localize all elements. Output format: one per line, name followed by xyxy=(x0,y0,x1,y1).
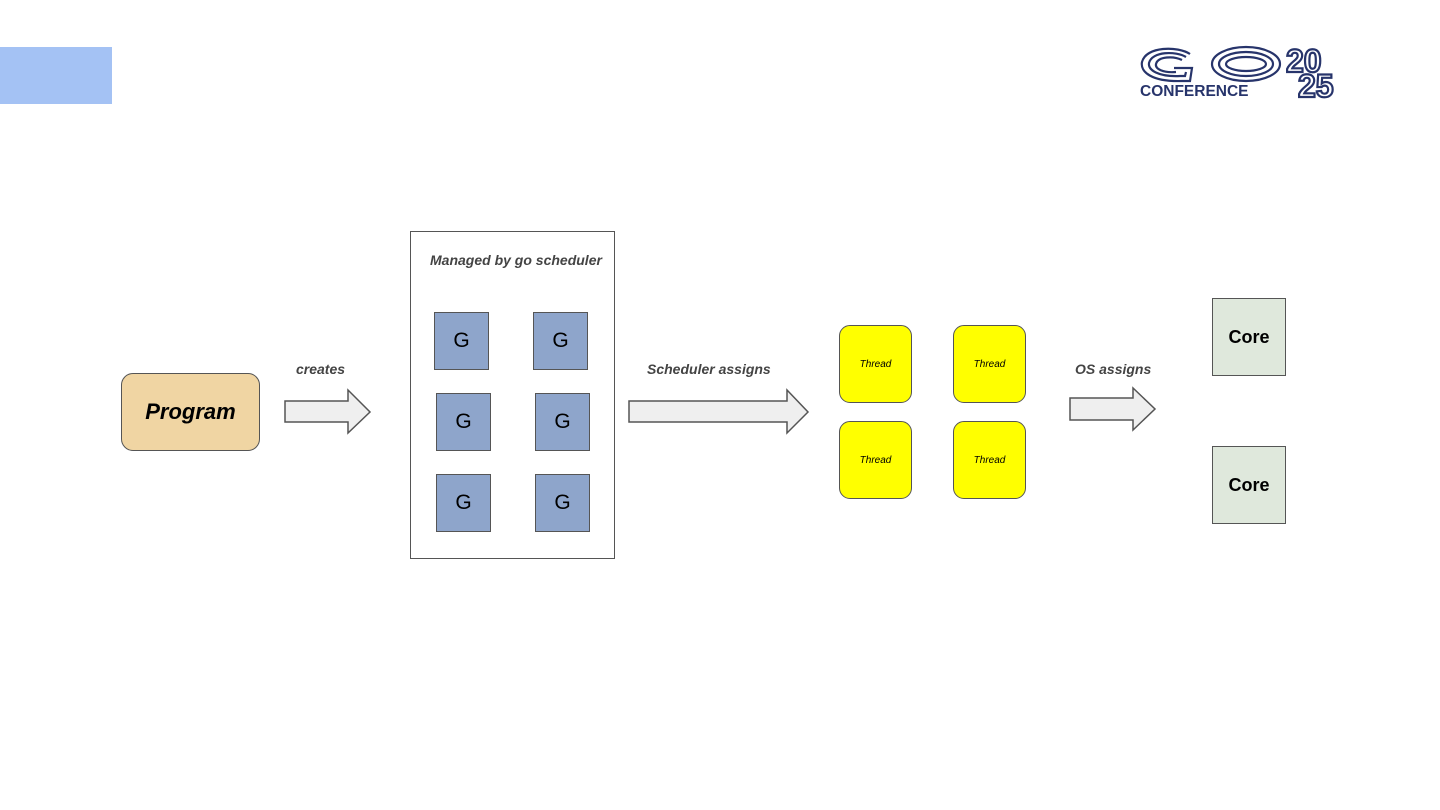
core-box: Core xyxy=(1212,298,1286,376)
goroutine-label: G xyxy=(455,491,472,514)
thread-label: Thread xyxy=(973,358,1006,370)
thread-label: Thread xyxy=(973,454,1006,466)
goroutine-label: G xyxy=(453,329,470,352)
thread-label: Thread xyxy=(859,454,892,466)
program-node: Program xyxy=(121,373,260,451)
os-assigns-label: OS assigns xyxy=(1075,361,1152,377)
goroutine-label: G xyxy=(554,410,571,433)
logo-go-lettering xyxy=(1140,45,1282,83)
os-assigns-arrow xyxy=(1069,386,1157,432)
thread-box: Thread xyxy=(839,421,912,499)
thread-box: Thread xyxy=(953,421,1026,499)
creates-label: creates xyxy=(296,361,346,377)
core-label: Core xyxy=(1228,326,1270,347)
program-label: Program xyxy=(145,399,236,424)
goroutine-box: G xyxy=(535,474,590,532)
goroutine-box: G xyxy=(533,312,588,370)
go-scheduler-label: Managed by go scheduler xyxy=(430,252,602,268)
scheduler-assigns-label: Scheduler assigns xyxy=(647,361,771,377)
scheduler-assigns-arrow xyxy=(628,388,810,435)
goroutine-label: G xyxy=(554,491,571,514)
goroutine-label: G xyxy=(552,329,569,352)
goroutine-box: G xyxy=(434,312,489,370)
logo-year-top: 20 xyxy=(1286,44,1322,79)
thread-label: Thread xyxy=(859,358,892,370)
creates-arrow xyxy=(284,388,372,435)
core-box: Core xyxy=(1212,446,1286,524)
goroutine-box: G xyxy=(436,393,491,451)
thread-box: Thread xyxy=(953,325,1026,403)
go-conference-logo: CONFERENCE 20 25 xyxy=(1140,44,1335,100)
goroutine-box: G xyxy=(436,474,491,532)
logo-year-bottom: 25 xyxy=(1298,68,1334,100)
thread-box: Thread xyxy=(839,325,912,403)
core-label: Core xyxy=(1228,474,1270,495)
logo-subtitle: CONFERENCE xyxy=(1140,83,1249,100)
goroutine-box: G xyxy=(535,393,590,451)
goroutine-label: G xyxy=(455,410,472,433)
accent-block xyxy=(0,47,112,104)
